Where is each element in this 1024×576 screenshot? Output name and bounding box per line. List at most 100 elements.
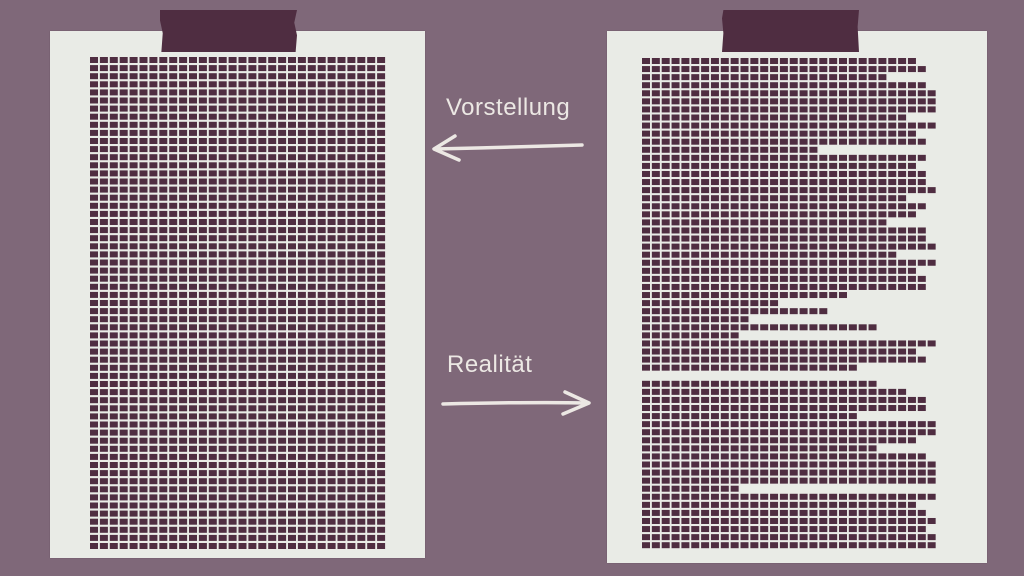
text-block-cell bbox=[268, 81, 277, 88]
text-block-cell bbox=[238, 518, 247, 525]
text-block-cell bbox=[297, 372, 306, 379]
text-block-cell bbox=[367, 57, 376, 63]
text-block-cell bbox=[337, 178, 346, 185]
text-block-cell bbox=[367, 275, 376, 282]
text-block-cell bbox=[139, 210, 148, 217]
text-block-cell bbox=[327, 113, 336, 120]
text-block-cell bbox=[661, 308, 670, 315]
text-block-cell bbox=[848, 283, 857, 290]
text-block-cell bbox=[278, 291, 287, 298]
text-block-cell bbox=[770, 429, 779, 436]
text-block-cell bbox=[858, 542, 867, 549]
text-block-cell bbox=[750, 283, 759, 290]
text-block-cell bbox=[149, 518, 158, 525]
text-block-cell bbox=[651, 130, 660, 137]
text-block-cell bbox=[888, 340, 897, 347]
text-block-cell bbox=[898, 82, 907, 89]
text-block-cell bbox=[367, 332, 376, 339]
text-block-cell bbox=[710, 396, 719, 403]
text-block-cell bbox=[858, 235, 867, 242]
text-block-cell bbox=[701, 324, 710, 331]
text-block-cell bbox=[720, 542, 729, 549]
text-block-cell bbox=[858, 380, 867, 387]
text-block-cell bbox=[99, 202, 108, 209]
text-block-cell bbox=[730, 300, 739, 307]
text-block-cell bbox=[327, 421, 336, 428]
text-block-cell bbox=[198, 113, 207, 120]
text-block-cell bbox=[907, 461, 916, 468]
text-block-cell bbox=[799, 203, 808, 210]
text-block-cell bbox=[258, 364, 267, 371]
text-block-cell bbox=[888, 509, 897, 516]
text-block-cell bbox=[642, 477, 650, 484]
text-block-cell bbox=[357, 486, 366, 493]
text-block-cell bbox=[789, 517, 798, 524]
text-block-cell bbox=[327, 146, 336, 153]
text-block-cell bbox=[189, 413, 197, 420]
text-block-cell bbox=[907, 211, 916, 218]
text-block-cell bbox=[109, 429, 118, 436]
text-block-cell bbox=[139, 486, 148, 493]
text-block-cell bbox=[809, 154, 818, 161]
text-block-cell bbox=[651, 380, 660, 387]
text-block-cell bbox=[119, 251, 128, 258]
text-block-cell bbox=[661, 501, 670, 508]
text-block-cell bbox=[927, 421, 936, 428]
text-block-cell bbox=[179, 413, 188, 420]
text-block-cell bbox=[888, 267, 897, 274]
text-block-cell bbox=[149, 372, 158, 379]
text-block-cell bbox=[720, 243, 729, 250]
text-block-cell bbox=[740, 380, 749, 387]
text-block-cell bbox=[268, 389, 277, 396]
text-block-cell bbox=[750, 324, 759, 331]
text-block-cell bbox=[651, 227, 660, 234]
text-block-cell bbox=[750, 308, 759, 315]
text-block-cell bbox=[99, 389, 108, 396]
text-block-cell bbox=[710, 98, 719, 105]
text-block-cell bbox=[809, 122, 818, 129]
text-block-cell bbox=[927, 106, 936, 113]
text-block-cell bbox=[819, 66, 828, 73]
text-block-cell bbox=[848, 461, 857, 468]
text-block-cell bbox=[907, 170, 916, 177]
text-block-cell bbox=[218, 219, 227, 225]
text-block-cell bbox=[898, 58, 907, 64]
text-block-cell bbox=[169, 267, 178, 274]
text-block-cell bbox=[661, 251, 670, 258]
text-block-cell bbox=[907, 526, 916, 533]
text-block-cell bbox=[809, 493, 818, 500]
text-block-cell bbox=[238, 138, 247, 144]
text-block-cell bbox=[109, 332, 118, 339]
text-block-cell bbox=[169, 162, 178, 169]
text-block-cell bbox=[848, 90, 857, 97]
text-block-cell bbox=[208, 178, 217, 185]
text-block-cell bbox=[839, 187, 847, 194]
text-block-cell bbox=[228, 251, 237, 258]
text-block-cell bbox=[288, 275, 296, 282]
text-block-cell bbox=[367, 178, 376, 185]
text-block-cell bbox=[149, 259, 158, 266]
text-block-cell bbox=[198, 65, 207, 72]
text-block-cell bbox=[701, 493, 710, 500]
text-block-cell bbox=[357, 534, 366, 541]
text-block-cell bbox=[367, 186, 376, 193]
text-block-cell bbox=[789, 162, 798, 169]
text-block-cell bbox=[119, 510, 128, 517]
text-block-cell bbox=[789, 469, 798, 476]
text-block-cell bbox=[109, 113, 118, 120]
text-block-cell bbox=[208, 413, 217, 420]
left-text-grid bbox=[90, 57, 386, 549]
text-block-cell bbox=[238, 283, 247, 290]
text-block-cell bbox=[238, 219, 247, 225]
text-block-cell bbox=[179, 486, 188, 493]
text-block-cell bbox=[691, 219, 700, 226]
text-block-cell bbox=[799, 340, 808, 347]
text-block-cell bbox=[238, 267, 247, 274]
text-block-cell bbox=[119, 332, 128, 339]
text-block-cell bbox=[907, 509, 916, 516]
text-block-cell bbox=[740, 58, 749, 64]
text-block-cell bbox=[367, 162, 376, 169]
text-block-cell bbox=[198, 445, 207, 452]
text-block-cell bbox=[809, 292, 818, 299]
text-block-cell bbox=[169, 219, 178, 225]
